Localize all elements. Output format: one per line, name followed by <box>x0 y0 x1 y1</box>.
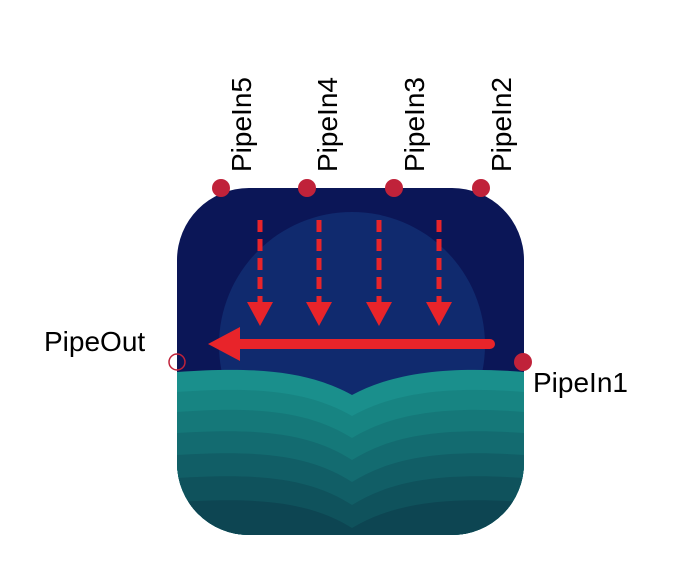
inflow-arrow <box>247 220 273 326</box>
pipe-out-port[interactable] <box>168 353 186 371</box>
pipe-in-2-port[interactable] <box>472 179 490 197</box>
water-waves <box>177 369 524 535</box>
pipe-in-5-port[interactable] <box>212 179 230 197</box>
pipe-out-label: PipeOut <box>44 326 145 357</box>
pipe-in-1-port[interactable] <box>514 353 532 371</box>
water-band <box>177 500 524 535</box>
pipe-in-4-label: PipeIn4 <box>312 77 343 172</box>
tank-icon <box>177 188 524 535</box>
inflow-arrow <box>426 220 452 326</box>
pipe-in-5-label: PipeIn5 <box>226 77 257 172</box>
pipe-in-2-label: PipeIn2 <box>486 77 517 172</box>
outflow-arrow <box>208 327 495 361</box>
pipe-in-3-label: PipeIn3 <box>399 77 430 172</box>
pipe-in-4-port[interactable] <box>298 179 316 197</box>
inflow-arrow <box>306 220 332 326</box>
inflow-arrows <box>247 220 452 326</box>
pipe-in-1-label: PipeIn1 <box>533 367 628 398</box>
pipe-in-3-port[interactable] <box>385 179 403 197</box>
inflow-arrow <box>366 220 392 326</box>
